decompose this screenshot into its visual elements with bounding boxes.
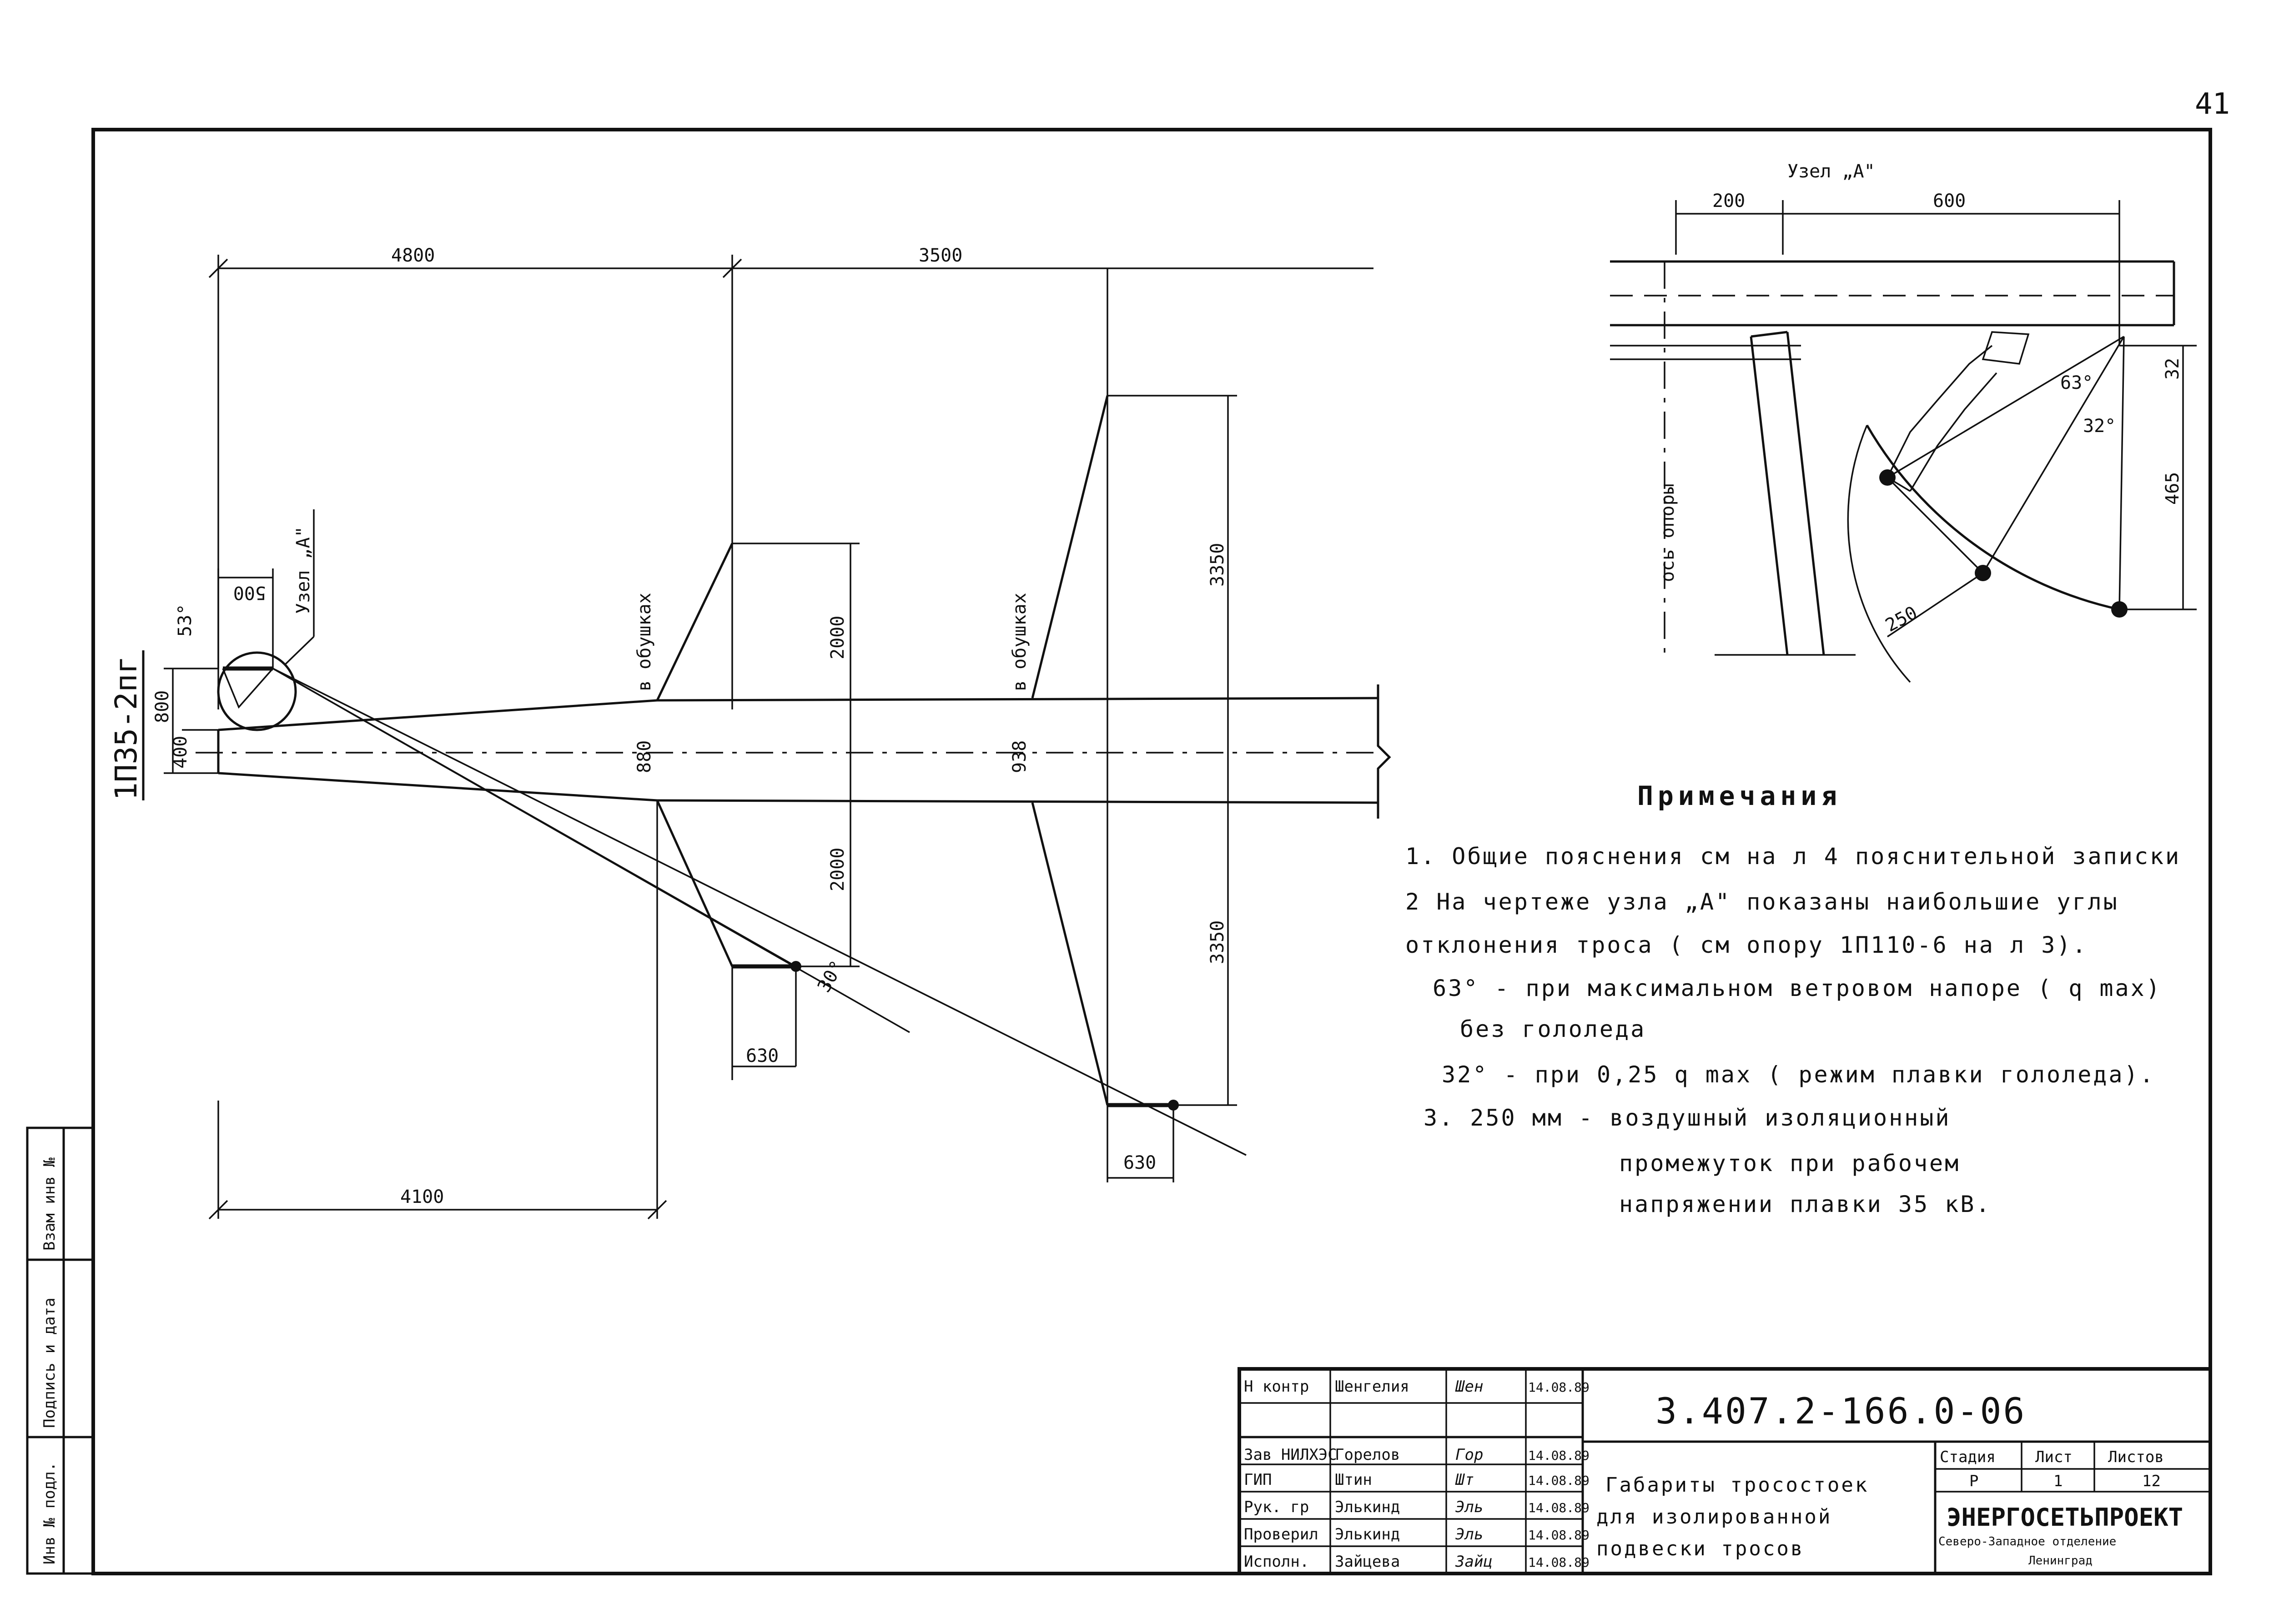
dim-4100: 4100	[400, 1187, 444, 1207]
support-label: 1П35-2пг	[109, 656, 144, 800]
tb-date-5: 14.08.89	[1528, 1528, 1590, 1543]
dim-2000-bottom: 2000	[827, 848, 848, 891]
detail-dim-600: 600	[1933, 191, 1966, 211]
dim-4800: 4800	[391, 245, 435, 266]
strip-vzam-inv: Взам инв №	[40, 1157, 59, 1251]
note-line-4: 63° - при максимальном ветровом напоре (…	[1433, 975, 2162, 1001]
note-line-2: 2 На чертеже узла „А" показаны наибольши…	[1405, 889, 2119, 915]
note-line-9: напряжении плавки 35 кВ.	[1619, 1191, 1991, 1217]
tb-name-6: Зайцева	[1335, 1553, 1400, 1571]
dim-400: 400	[170, 736, 191, 769]
detail-dim-200: 200	[1712, 191, 1745, 211]
detail-dim-250: 250	[1882, 602, 1921, 636]
drawing-frame	[91, 128, 2212, 1575]
tb-date-0: 14.08.89	[1528, 1380, 1590, 1395]
detail-angle-63: 63°	[2060, 372, 2093, 393]
tb-date-2: 14.08.89	[1528, 1448, 1590, 1463]
main-drawing: 4800 3500 2000 2000 630 30° 880 в обушка…	[109, 245, 1391, 1220]
tb-sign-3: Шт	[1455, 1471, 1474, 1489]
tb-sign-4: Эль	[1455, 1498, 1483, 1516]
dim-630-first: 630	[746, 1046, 779, 1066]
tb-sign-5: Эль	[1455, 1525, 1483, 1544]
org-name: ЭНЕРГОСЕТЬПРОЕКТ	[1947, 1503, 2183, 1532]
tb-date-3: 14.08.89	[1528, 1473, 1590, 1488]
notes-section: Примечания 1. Общие пояснения см на л 4 …	[1405, 780, 2181, 1217]
tb-date-4: 14.08.89	[1528, 1500, 1590, 1515]
doc-code: 3.407.2-166.0-06	[1655, 1391, 2026, 1432]
axis-label: ось опоры	[1657, 483, 1678, 582]
tb-sheet-value: 1	[2053, 1472, 2063, 1490]
dim-938: 938	[1009, 740, 1030, 773]
title-block: Н контр Шенгелия Шен 14.08.89 Зав НИЛХЭС…	[1238, 1367, 2212, 1575]
dim-630-second: 630	[1123, 1152, 1156, 1173]
note-line-6: 32° - при 0,25 q max ( режим плавки голо…	[1442, 1061, 2155, 1088]
tb-stage-header: Стадия	[1940, 1448, 1996, 1466]
tb-role-6: Исполн.	[1244, 1553, 1309, 1571]
tb-role-0: Н контр	[1244, 1378, 1309, 1396]
angle-30: 30°	[814, 957, 848, 996]
org-city: Ленинград	[2028, 1554, 2093, 1568]
tb-date-6: 14.08.89	[1528, 1555, 1590, 1570]
strip-inv-podl: Инв № подл.	[40, 1462, 59, 1564]
angle-53: 53°	[175, 604, 196, 637]
tb-title-3: подвески тросов	[1596, 1537, 1804, 1560]
tb-name-5: Элькинд	[1335, 1525, 1400, 1544]
tb-role-2: Зав НИЛХЭС	[1244, 1446, 1337, 1464]
dim-800: 800	[152, 690, 173, 723]
dim-3350-bottom: 3350	[1207, 920, 1228, 964]
tb-title-2: для изолированной	[1596, 1505, 1832, 1528]
left-binding-strip: Инв № подл. Подпись и дата Взам инв №	[26, 1126, 95, 1575]
detail-dim-465: 465	[2162, 472, 2183, 505]
page-number: 41	[2195, 87, 2230, 121]
note-line-1: 1. Общие пояснения см на л 4 пояснительн…	[1405, 843, 2181, 870]
notes-heading: Примечания	[1637, 780, 1841, 811]
tb-name-0: Шенгелия	[1335, 1378, 1409, 1396]
dim-3500: 3500	[919, 245, 962, 266]
dim-880: 880	[634, 740, 655, 773]
tb-role-3: ГИП	[1244, 1471, 1272, 1489]
tb-name-2: Горелов	[1335, 1446, 1400, 1464]
org-branch: Северо-Западное отделение	[1938, 1535, 2116, 1549]
node-callout: Узел „А"	[293, 526, 314, 614]
tb-name-3: Штин	[1335, 1471, 1372, 1489]
note-line-8: промежуток при рабочем	[1619, 1150, 1960, 1177]
tb-sheet-header: Лист	[2035, 1448, 2073, 1466]
tb-sheets-header: Листов	[2108, 1448, 2164, 1466]
node-a-circle	[217, 651, 297, 731]
tb-role-5: Проверил	[1244, 1525, 1318, 1544]
lug-label-1: в обушках	[634, 593, 655, 691]
tb-sign-6: Зайц	[1455, 1553, 1493, 1571]
note-line-5: без гололеда	[1460, 1016, 1646, 1042]
tb-sign-2: Гор	[1455, 1446, 1483, 1464]
tb-title-1: Габариты тросостоек	[1605, 1473, 1869, 1497]
dim-2000-top: 2000	[827, 616, 848, 659]
node-detail: Узел „А" 200 600 ось опоры	[1610, 161, 2197, 683]
tb-sign-0: Шен	[1455, 1378, 1483, 1396]
note-line-3: отклонения троса ( см опору 1П110-6 на л…	[1405, 932, 2088, 958]
tb-role-4: Рук. гр	[1244, 1498, 1309, 1516]
dim-3350-top: 3350	[1207, 543, 1228, 587]
lug-label-2: в обушках	[1009, 593, 1030, 691]
strip-podpis-data: Подпись и дата	[40, 1297, 59, 1428]
detail-angle-32: 32°	[2083, 416, 2116, 437]
note-line-7: 3. 250 мм - воздушный изоляционный	[1424, 1105, 1951, 1131]
tb-sheets-value: 12	[2142, 1472, 2161, 1490]
detail-dim-32: 32	[2162, 358, 2183, 380]
tb-name-4: Элькинд	[1335, 1498, 1400, 1516]
tb-stage-value: Р	[1969, 1472, 1978, 1490]
detail-title: Узел „А"	[1787, 161, 1875, 182]
dim-500-visible: 500	[233, 582, 266, 603]
